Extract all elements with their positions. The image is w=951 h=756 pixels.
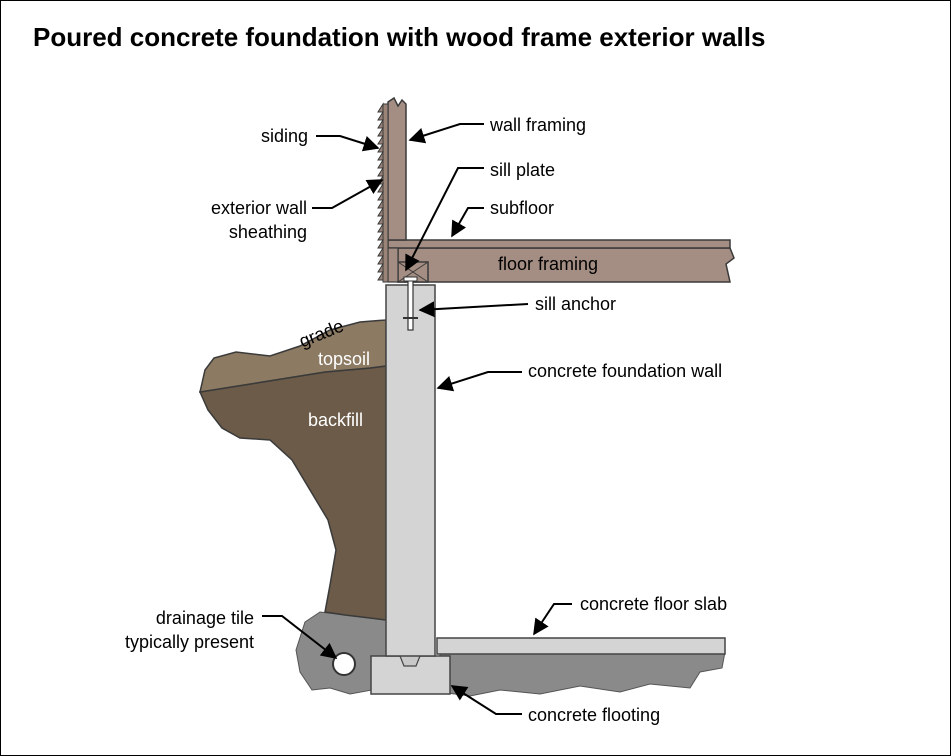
label-drainage-tile: drainage tile (155, 608, 254, 628)
leader-sill-anchor (418, 301, 529, 318)
floor-slab (436, 637, 726, 655)
subfloor-board (387, 239, 731, 249)
leader-subfloor (451, 207, 484, 238)
siding-boards (377, 102, 384, 281)
label-concrete-floor-slab: concrete floor slab (580, 594, 728, 614)
sill-anchor-bolt (407, 279, 414, 331)
leader-lines (262, 123, 572, 715)
exterior-sheathing (382, 103, 389, 283)
label-sill-plate: sill plate (490, 160, 556, 180)
label-backfill: backfill (308, 410, 364, 430)
label-topsoil: topsoil (318, 349, 371, 369)
leader-floor-slab (533, 603, 572, 636)
label-concrete-foundation-wall: concrete foundation wall (528, 361, 723, 381)
leader-foundation-wall (436, 371, 522, 392)
label-sill-anchor: sill anchor (535, 294, 617, 314)
label-wall-framing: wall framing (490, 115, 587, 135)
topsoil-layer (199, 319, 387, 393)
page-title: Poured concrete foundation with wood fra… (33, 22, 766, 52)
leader-wall-framing (408, 123, 484, 144)
label-siding: siding (260, 126, 308, 146)
label-concrete-flooting: concrete flooting (528, 705, 661, 725)
label-exterior-wall: exterior wall (210, 198, 307, 218)
label-subfloor: subfloor (490, 198, 555, 218)
leader-sheathing (312, 179, 384, 209)
leader-sill-plate (405, 167, 484, 272)
label-sheathing: sheathing (228, 222, 307, 242)
leader-drainage-tile (262, 615, 338, 659)
label-floor-framing: floor framing (498, 254, 599, 274)
label-typically-present: typically present (124, 632, 254, 652)
leader-siding (316, 135, 380, 152)
drainage-tile (332, 652, 356, 676)
rim-board (387, 247, 399, 283)
wall-framing-stud (387, 96, 407, 241)
foundation-wall (385, 284, 436, 657)
backfill-soil (198, 365, 387, 621)
leader-footing (450, 685, 522, 715)
gravel-bed (439, 651, 726, 697)
